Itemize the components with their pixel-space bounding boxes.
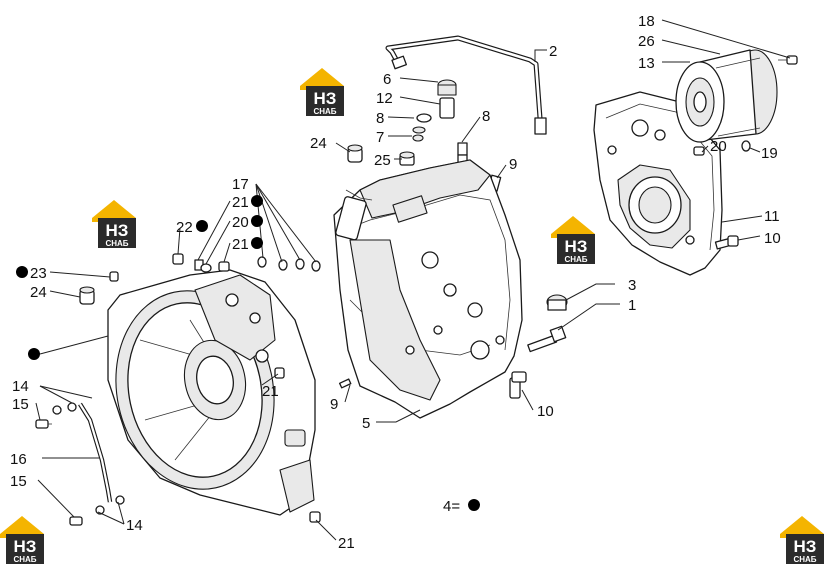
- callout-21: 21: [232, 236, 249, 253]
- callout-9: 9: [330, 396, 338, 413]
- callout-16: 16: [10, 451, 27, 468]
- logo-sub-text: СНАБ: [313, 107, 336, 116]
- callout-6: 6: [383, 71, 391, 88]
- logo-bottom-right: НЗ СНАБ: [780, 516, 824, 564]
- callout-26: 26: [638, 33, 655, 50]
- callout-15: 15: [10, 473, 27, 490]
- logo-sub-text: СНАБ: [105, 239, 128, 248]
- logo-top: НЗ СНАБ: [300, 68, 344, 116]
- logo-right: НЗ СНАБ: [551, 216, 595, 264]
- pipe-part: [385, 35, 547, 135]
- callout-10: 10: [537, 403, 554, 420]
- central-housing: [333, 159, 523, 419]
- logo-sub-text: СНАБ: [13, 555, 36, 564]
- callout-14: 14: [126, 517, 143, 534]
- callout-20: 20: [710, 138, 727, 155]
- callout-24: 24: [310, 135, 327, 152]
- logo-bottom-left: НЗ СНАБ: [0, 516, 44, 564]
- callout-7: 7: [376, 129, 384, 146]
- leader-lines: [35, 19, 791, 541]
- callout-5: 5: [362, 415, 370, 432]
- callout-17: 17: [232, 176, 249, 193]
- logo-left: НЗ СНАБ: [92, 200, 136, 248]
- callout-19: 19: [761, 145, 778, 162]
- callout-21: 21: [262, 383, 279, 400]
- logo-sub-text: СНАБ: [564, 255, 587, 264]
- callout-18: 18: [638, 13, 655, 30]
- callout-22: 22: [176, 219, 193, 236]
- callout-2: 2: [549, 43, 557, 60]
- logo-main-text: НЗ: [14, 537, 37, 556]
- logo-sub-text: СНАБ: [793, 555, 816, 564]
- callout-21: 21: [338, 535, 355, 552]
- callout-10: 10: [764, 230, 781, 247]
- callout-8: 8: [482, 108, 490, 125]
- callout-1: 1: [628, 297, 636, 314]
- logo-main-text: НЗ: [314, 89, 337, 108]
- callout-25: 25: [374, 152, 391, 169]
- callout-24: 24: [30, 284, 47, 301]
- hose-assembly: [35, 402, 125, 526]
- left-housing: [107, 269, 316, 516]
- logo-main-text: НЗ: [794, 537, 817, 556]
- callout-14: 14: [12, 378, 29, 395]
- legend-text: 4=: [443, 498, 460, 515]
- callout-11: 11: [764, 208, 780, 225]
- logo-main-text: НЗ: [565, 237, 588, 256]
- callout-9: 9: [509, 156, 517, 173]
- callout-3: 3: [628, 277, 636, 294]
- callout-20: 20: [232, 214, 249, 231]
- marker-dots: [16, 195, 480, 511]
- callout-labels: 18 26 13 2 6 12 8 8 7 24 25 9 17 21 20 2…: [10, 13, 781, 552]
- callout-21: 21: [232, 194, 249, 211]
- logo-main-text: НЗ: [106, 221, 129, 240]
- callout-8: 8: [376, 110, 384, 127]
- callout-15: 15: [12, 396, 29, 413]
- callout-12: 12: [376, 90, 393, 107]
- drum-part: [675, 49, 798, 143]
- callout-23: 23: [30, 265, 47, 282]
- bolts: [338, 140, 751, 399]
- callout-13: 13: [638, 55, 655, 72]
